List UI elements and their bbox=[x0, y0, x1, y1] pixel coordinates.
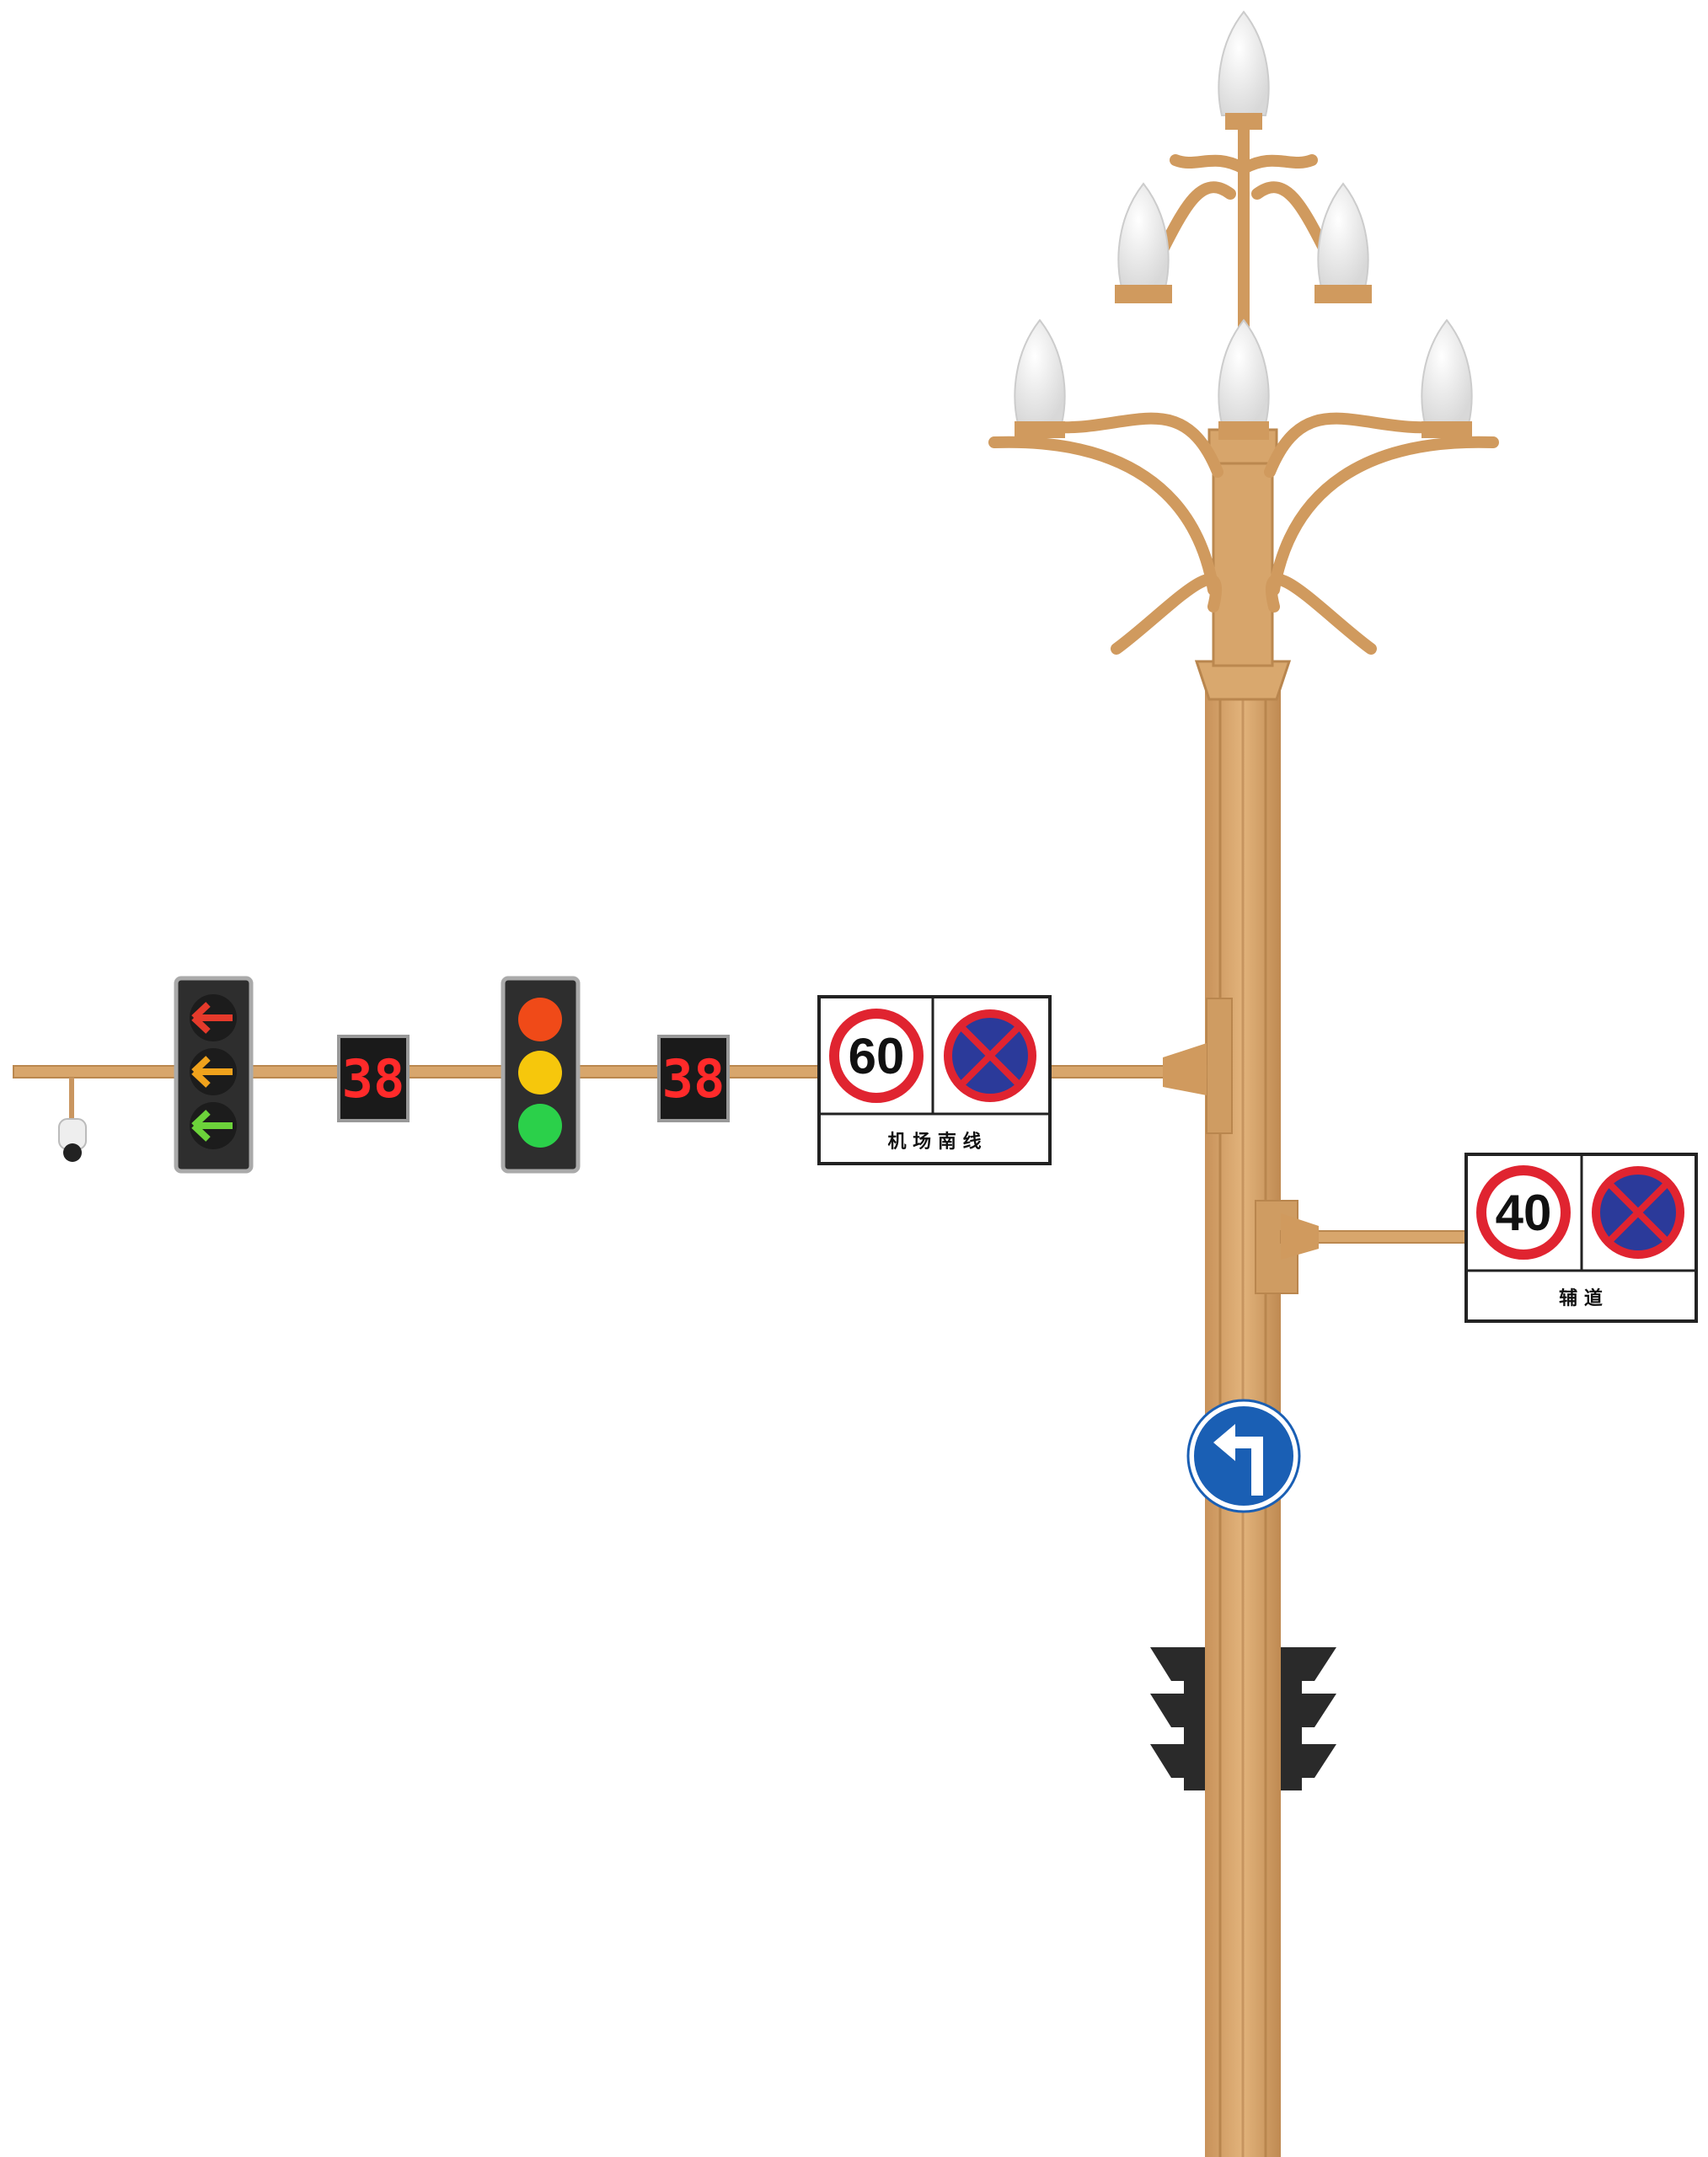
no-stopping-sign bbox=[1592, 1166, 1684, 1259]
amber-light bbox=[518, 1051, 562, 1095]
round-traffic-signal bbox=[501, 976, 581, 1174]
countdown-value: 38 bbox=[342, 1048, 405, 1110]
countdown-display-right: 38 bbox=[657, 1035, 730, 1122]
red-light bbox=[518, 998, 562, 1041]
left-arrow-red-icon bbox=[190, 994, 237, 1041]
pole-signal-left bbox=[1150, 1647, 1205, 1790]
left-arrow-amber-icon bbox=[190, 1048, 237, 1095]
lamp-bulb bbox=[1218, 10, 1270, 130]
camera bbox=[58, 1078, 87, 1162]
left-arrow-green-icon bbox=[190, 1102, 237, 1149]
turn-left-arrow-icon bbox=[1213, 1424, 1263, 1496]
sign-label: 机 场 南 线 bbox=[888, 1131, 982, 1153]
sign-label: 辅 道 bbox=[1559, 1287, 1603, 1309]
speed-limit-sign: 60 bbox=[829, 1009, 924, 1103]
green-light bbox=[518, 1104, 562, 1148]
lamp-bulb bbox=[1014, 318, 1066, 438]
arrow-traffic-signal bbox=[174, 976, 254, 1174]
countdown-value: 38 bbox=[662, 1048, 725, 1110]
lamp-bulb bbox=[1314, 182, 1372, 303]
speed-limit-sign: 40 bbox=[1476, 1165, 1571, 1260]
speed-limit-value: 40 bbox=[1496, 1185, 1552, 1241]
lamp-bulb bbox=[1421, 318, 1473, 438]
lamp-bulb bbox=[1218, 318, 1270, 440]
short-arm bbox=[1280, 1213, 1467, 1260]
turn-left-sign bbox=[1186, 1399, 1301, 1513]
side-road-sign: 40 辅 道 bbox=[1464, 1153, 1698, 1323]
speed-limit-value: 60 bbox=[849, 1028, 905, 1084]
pole-signal-right bbox=[1281, 1647, 1336, 1790]
no-stopping-sign bbox=[944, 1009, 1036, 1102]
lamp-bulbs bbox=[1014, 10, 1473, 440]
countdown-display-left: 38 bbox=[337, 1035, 410, 1122]
lamp-bulb bbox=[1115, 182, 1172, 303]
main-road-sign: 60 机 场 南 线 bbox=[817, 995, 1052, 1165]
